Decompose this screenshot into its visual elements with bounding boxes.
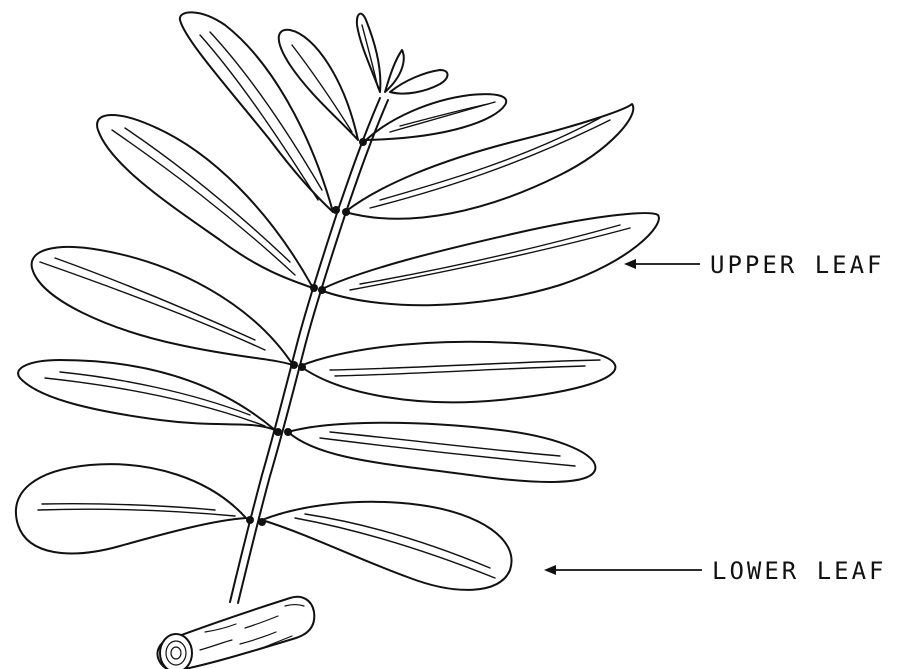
arrow-left-icon [544,565,702,575]
leaflet-right-1 [262,502,512,590]
lower-leaf-label: LOWER LEAF [712,557,887,585]
leaflet-left-2 [18,360,275,430]
leaflet-left-3 [32,247,293,365]
leaflet-right-5 [345,104,633,219]
stem-segment [157,597,314,669]
leaflet-terminal [357,14,448,94]
leaflet-left-1 [16,464,246,553]
lower-leaf-callout: LOWER LEAF [544,557,887,585]
leaflets [16,12,659,590]
upper-leaf-label: UPPER LEAF [710,251,885,279]
arrow-left-icon [624,259,700,269]
leaflet-right-4 [320,213,659,305]
upper-leaf-callout: UPPER LEAF [624,251,885,279]
leaflet-right-2 [288,423,595,482]
leaflet-right-3 [300,342,615,403]
